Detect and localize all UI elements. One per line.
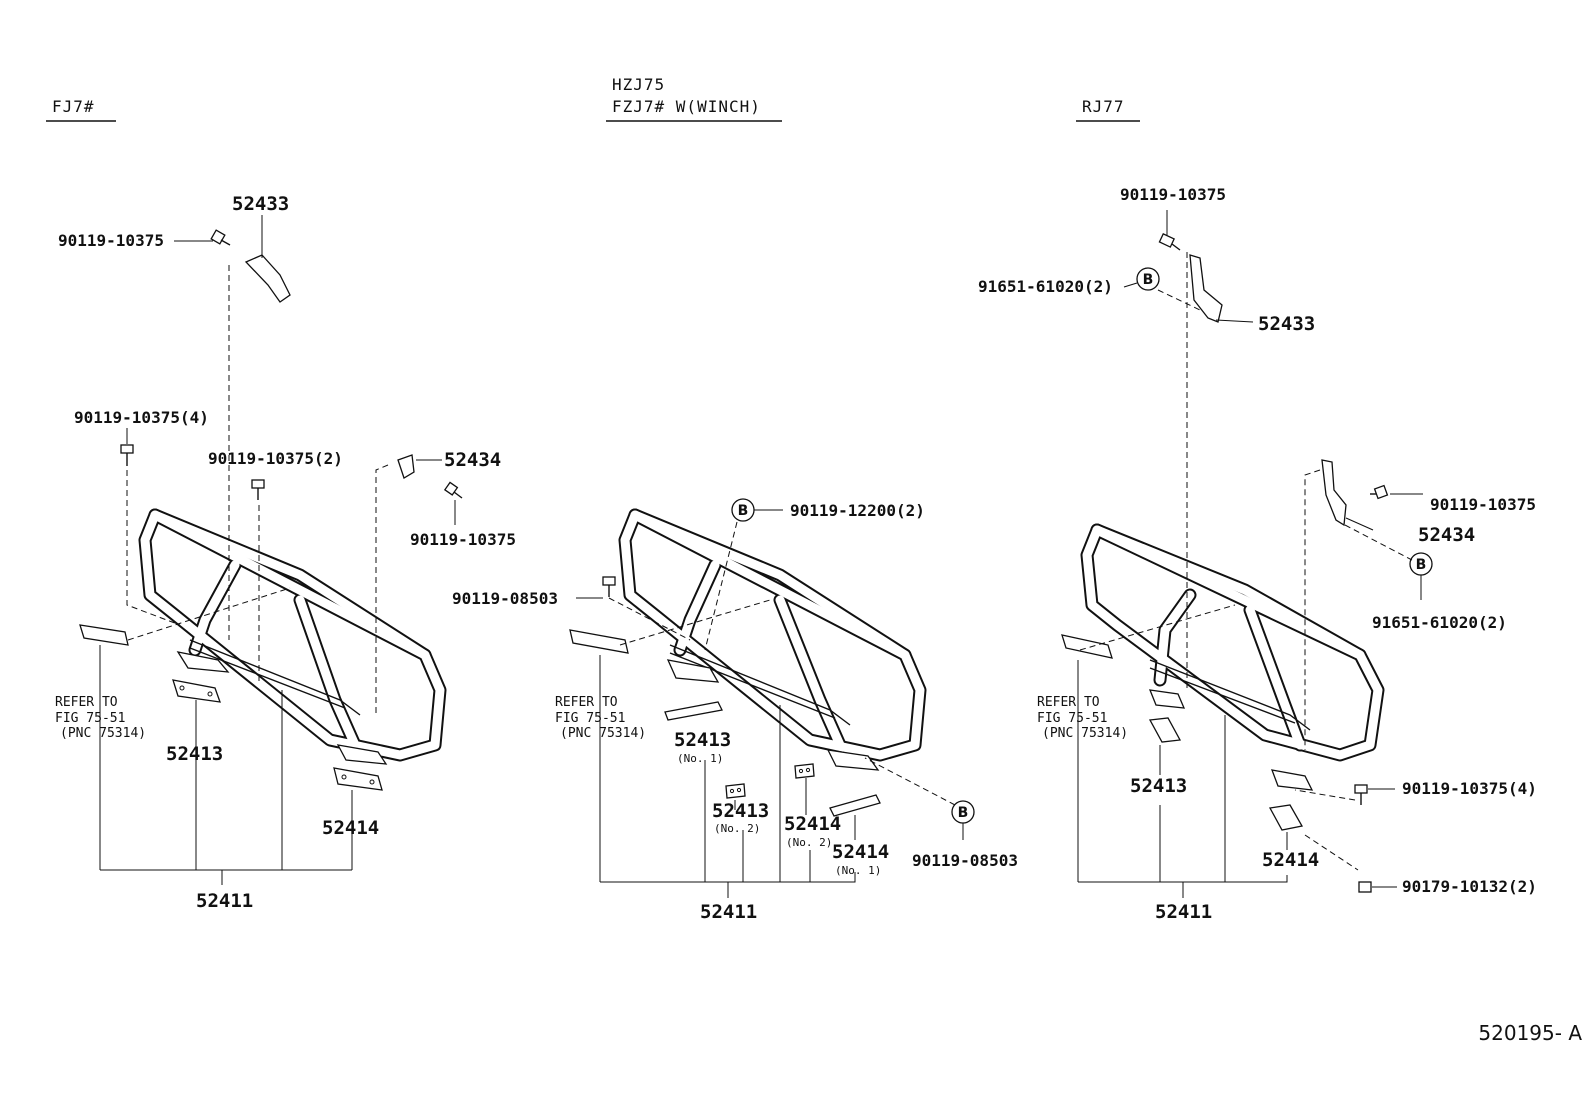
label-bolt-right: 90119-10375 (410, 530, 516, 549)
plate-52414-no2 (794, 763, 815, 779)
refer-line3: (PNC 75314) (60, 726, 146, 741)
label-52413-no1: 52413 (674, 729, 731, 751)
refer-line3: (PNC 75314) (560, 726, 646, 741)
header-rj77: RJ77 (1082, 97, 1125, 116)
label-bolt-right: 90119-10375 (1430, 495, 1536, 514)
refer-line2: FIG 75-51 (1037, 711, 1107, 726)
refer-line1: REFER TO (1037, 695, 1100, 710)
label-52411: 52411 (1155, 901, 1212, 923)
emblem-ref (1061, 634, 1113, 659)
group-rj77: B B 90119-10375 91651-61020(2) 5243 (978, 185, 1537, 923)
figure-code: 520195- A (1478, 1021, 1582, 1045)
refer-line2: FIG 75-51 (55, 711, 125, 726)
label-bolt-top: 90119-10375 (1120, 185, 1226, 204)
label-52433: 52433 (1258, 313, 1315, 335)
label-no2-a: (No. 2) (714, 822, 760, 835)
label-circle-right: 91651-61020(2) (1372, 613, 1507, 632)
plate-52414 (1268, 804, 1304, 831)
bracket-52433 (244, 254, 291, 303)
plate-52413 (172, 679, 221, 703)
label-52434: 52434 (1418, 524, 1475, 546)
svg-text:B: B (1143, 272, 1154, 288)
nut-icon (1358, 881, 1372, 893)
label-bolt-4: 90119-10375(4) (1402, 779, 1537, 798)
label-circle-left: 91651-61020(2) (978, 277, 1113, 296)
svg-text:B: B (958, 805, 969, 821)
header-hzj75: HZJ75 (612, 75, 665, 94)
label-52413: 52413 (166, 743, 223, 765)
circle-b-marker: B (731, 498, 755, 522)
label-bolt-left: 90119-08503 (452, 589, 558, 608)
bolt-icon (120, 444, 134, 466)
mount-bracket-left (176, 651, 230, 673)
mount-bracket-right (336, 744, 388, 765)
group-fj7: 52433 90119-10375 90119-10375(4) 90119-1… (55, 193, 516, 912)
label-circle-top: 90119-12200(2) (790, 501, 925, 520)
group-winch: B B 90119-12200(2) 90119-08503 REFER TO … (452, 498, 1018, 923)
circle-b-marker: B (1136, 267, 1160, 291)
mount-bracket-left (1148, 689, 1186, 709)
circle-b-marker: B (1409, 552, 1433, 576)
label-52411: 52411 (700, 901, 757, 923)
label-52414: 52414 (322, 817, 379, 839)
label-52414: 52414 (1262, 849, 1319, 871)
label-52433: 52433 (232, 193, 289, 215)
bolt-icon (210, 229, 231, 246)
header-fzj7-winch: FZJ7# W(WINCH) (612, 97, 761, 116)
strap-52413-no1 (664, 701, 723, 721)
mount-bracket-right (1270, 769, 1314, 791)
label-no1-b: (No. 1) (835, 864, 881, 877)
bracket-52433 (1189, 254, 1223, 323)
refer-line2: FIG 75-51 (555, 711, 625, 726)
label-bolt-4: 90119-10375(4) (74, 408, 209, 427)
label-52414-no1: 52414 (832, 841, 889, 863)
plate-52413-no2 (725, 783, 746, 799)
refer-line3: (PNC 75314) (1042, 726, 1128, 741)
label-52411: 52411 (196, 890, 253, 912)
label-no1-a: (No. 1) (677, 752, 723, 765)
bracket-52434 (1321, 459, 1347, 527)
bracket-52434 (397, 454, 415, 479)
svg-text:B: B (738, 503, 749, 519)
svg-text:B: B (1416, 557, 1427, 573)
refer-line1: REFER TO (555, 695, 618, 710)
circle-b-marker: B (951, 800, 975, 824)
label-52434: 52434 (444, 449, 501, 471)
strap-52414-no1 (829, 794, 881, 817)
bolt-icon (443, 481, 463, 499)
bolt-icon (602, 576, 616, 597)
header-fj7: FJ7# (52, 97, 95, 116)
mount-bracket-right (826, 749, 880, 771)
mount-bracket-left (666, 659, 720, 683)
emblem-ref (79, 624, 129, 646)
plate-52414 (333, 767, 383, 791)
label-bolt-top: 90119-10375 (58, 231, 164, 250)
bolt-icon (1158, 232, 1181, 251)
label-52413-no2: 52413 (712, 800, 769, 822)
label-nut: 90179-10132(2) (1402, 877, 1537, 896)
label-52413: 52413 (1130, 775, 1187, 797)
label-bolt-2: 90119-10375(2) (208, 449, 343, 468)
refer-line1: REFER TO (55, 695, 118, 710)
bolt-icon (1370, 484, 1389, 500)
label-circle-bottom: 90119-08503 (912, 851, 1018, 870)
bolt-icon (251, 479, 265, 500)
label-52414-no2: 52414 (784, 813, 841, 835)
bolt-icon (1354, 784, 1368, 805)
label-no2-b: (No. 2) (786, 836, 832, 849)
plate-52413 (1148, 717, 1182, 743)
emblem-ref (569, 629, 629, 654)
